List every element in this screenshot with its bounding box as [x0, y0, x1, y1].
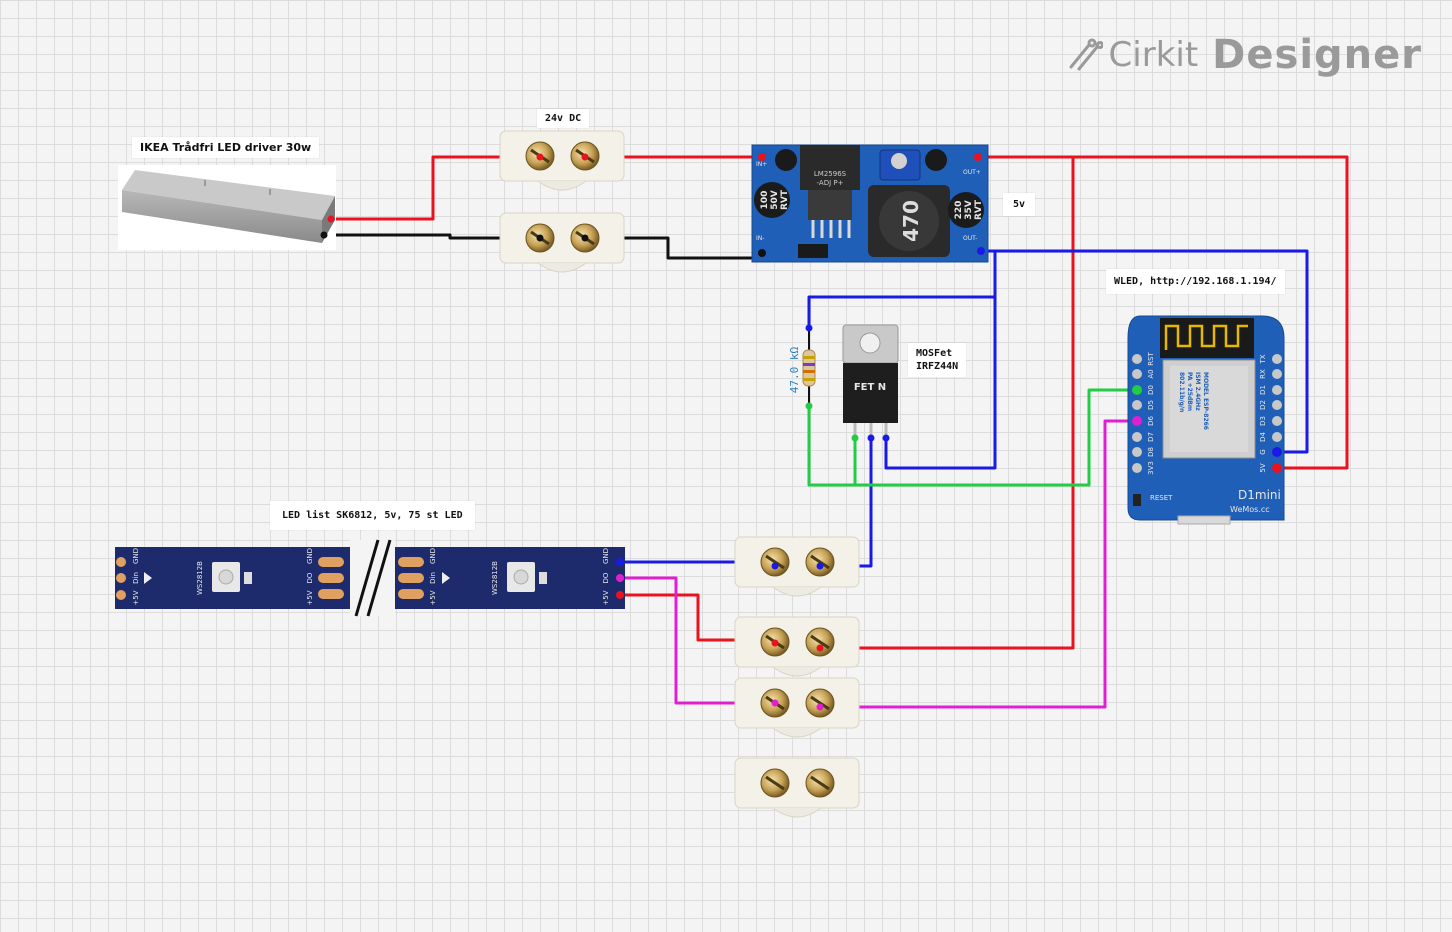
terminal-strip-1[interactable]: [733, 535, 861, 598]
wire-data-to-d6[interactable]: [820, 419, 1138, 709]
label-driver[interactable]: IKEA Trådfri LED driver 30w: [132, 137, 320, 158]
wire-gate-to-d0[interactable]: [807, 388, 1138, 487]
resistor[interactable]: 47.0 kΩ: [788, 324, 816, 410]
pin-d3: D3: [1259, 416, 1267, 426]
cap-right-line1: 220: [954, 201, 964, 220]
terminal-24v-top[interactable]: [498, 129, 626, 192]
pin-a0: A0: [1147, 369, 1155, 378]
terminal-pins: [536, 153, 824, 711]
strip-pin-5v-l: +5V: [132, 590, 140, 605]
pin-d7: D7: [1147, 432, 1155, 442]
strip-pads-left: [116, 557, 424, 600]
d1-model-3: PA +25dBm: [1186, 372, 1193, 411]
buck-inductor-label: 470: [899, 200, 923, 242]
mosfet[interactable]: FET N: [842, 324, 899, 442]
buck-pin-out-minus: OUT-: [963, 235, 977, 242]
d1-site: WeMos.cc: [1230, 505, 1270, 514]
buck-ic-label: LM2596S: [814, 170, 847, 178]
buck-pin-in-minus: IN-: [756, 235, 764, 242]
d1-model-4: 802.11b/g/n: [1178, 372, 1185, 412]
logo-product: Designer: [1212, 32, 1422, 78]
resistor-value: 47.0 kΩ: [788, 346, 801, 393]
buck-pin-out-plus: OUT+: [963, 169, 981, 176]
d1-reset-label: RESET: [1150, 494, 1173, 502]
label-led-strip[interactable]: LED list SK6812, 5v, 75 st LED: [270, 501, 475, 530]
wire-driver-negative[interactable]: [323, 233, 540, 240]
cap-right-line2: 35V: [964, 200, 974, 220]
cirkit-logo: Cirkit Designer: [1067, 32, 1422, 78]
d1-mini-board[interactable]: MODEL ESP-8266 ISM 2.4GHz PA +25dBm 802.…: [1127, 315, 1285, 525]
cirkit-logo-icon: [1069, 38, 1103, 71]
buck-ic-label-2: -ADJ P+: [817, 179, 844, 187]
driver-negative-pin[interactable]: [320, 231, 328, 239]
led-strip[interactable]: WS2812B WS2812B GND Din +5V GND DO +5V G…: [115, 539, 625, 617]
strip-pin-gnd-l: GND: [132, 548, 140, 564]
wire-24v-gnd-to-buck[interactable]: [585, 236, 762, 260]
label-5v[interactable]: 5v: [1003, 193, 1036, 216]
strip-do-pin[interactable]: [616, 574, 624, 582]
wire-gnd-to-resistor[interactable]: [807, 251, 997, 328]
strip-pin-5v-r: +5V: [602, 590, 610, 605]
strip-pin-do-m1: DO: [306, 572, 314, 583]
label-mosfet[interactable]: MOSFet IRFZ44N: [908, 343, 967, 377]
pin-tx: TX: [1259, 354, 1267, 364]
cap-left-line1: 100: [760, 191, 770, 210]
buck-pin-in-plus: IN+: [756, 161, 767, 168]
strip-pin-5v-m2: +5V: [429, 590, 437, 605]
strip-gnd-pin[interactable]: [616, 558, 624, 566]
strip-pin-din-l: Din: [132, 572, 140, 584]
d1-model-1: MODEL ESP-8266: [1202, 372, 1209, 430]
cap-right-line3: RVT: [974, 199, 984, 220]
pin-5v: 5V: [1259, 463, 1267, 472]
pin-rst: RST: [1147, 351, 1155, 365]
d1-name: D1mini: [1238, 488, 1281, 502]
pin-g: G: [1259, 449, 1267, 454]
wire-5v-to-strip-terminal[interactable]: [820, 155, 1075, 650]
terminal-strip-3[interactable]: [733, 676, 861, 739]
ikea-led-driver[interactable]: [118, 165, 336, 250]
terminal-24v-bottom[interactable]: [498, 211, 626, 274]
pin-3v3: 3V3: [1147, 461, 1155, 475]
strip-pin-gnd-m2: GND: [429, 548, 437, 564]
strip-pin-din-m2: Din: [429, 572, 437, 584]
strip-pin-gnd-m1: GND: [306, 548, 314, 564]
pin-d1: D1: [1259, 385, 1267, 395]
mosfet-marking: FET N: [854, 382, 886, 393]
label-24v-dc[interactable]: 24v DC: [537, 109, 590, 128]
cap-left-line2: 50V: [770, 190, 780, 210]
logo-brand: Cirkit: [1108, 35, 1199, 75]
d1-right-pins: [1272, 354, 1282, 473]
strip-chip-2: WS2812B: [491, 561, 499, 595]
terminal-strip-2[interactable]: [733, 615, 861, 678]
label-wled[interactable]: WLED, http://192.168.1.194/: [1106, 269, 1285, 294]
d1-left-pins: [1132, 354, 1142, 473]
pin-d5: D5: [1147, 400, 1155, 410]
pin-d0: D0: [1147, 385, 1155, 395]
wire-gnd-to-d1mini[interactable]: [980, 249, 1309, 454]
pin-d6: D6: [1147, 416, 1155, 426]
strip-chip-1: WS2812B: [196, 561, 204, 595]
wire-5v-to-d1mini-5v[interactable]: [977, 155, 1349, 470]
pin-d4: D4: [1259, 432, 1267, 442]
pin-d2: D2: [1259, 400, 1267, 410]
d1-model-2: ISM 2.4GHz: [1194, 372, 1201, 411]
pin-d8: D8: [1147, 447, 1155, 457]
wire-gnd-to-mosfet-source[interactable]: [884, 297, 997, 470]
strip-pin-gnd-r: GND: [602, 548, 610, 564]
pin-rx: RX: [1259, 369, 1267, 379]
wire-strip-din[interactable]: [620, 576, 775, 705]
driver-positive-pin[interactable]: [327, 215, 335, 223]
cap-left-line3: RVT: [780, 189, 790, 210]
strip-5v-pin[interactable]: [616, 591, 624, 599]
strip-pin-do-r: DO: [602, 572, 610, 583]
terminal-strip-4[interactable]: [733, 756, 861, 819]
strip-pin-5v-m1: +5V: [306, 590, 314, 605]
buck-converter[interactable]: LM2596S -ADJ P+ 470 100 50V RVT 220 35V …: [751, 144, 989, 263]
wire-driver-positive[interactable]: [330, 155, 540, 221]
